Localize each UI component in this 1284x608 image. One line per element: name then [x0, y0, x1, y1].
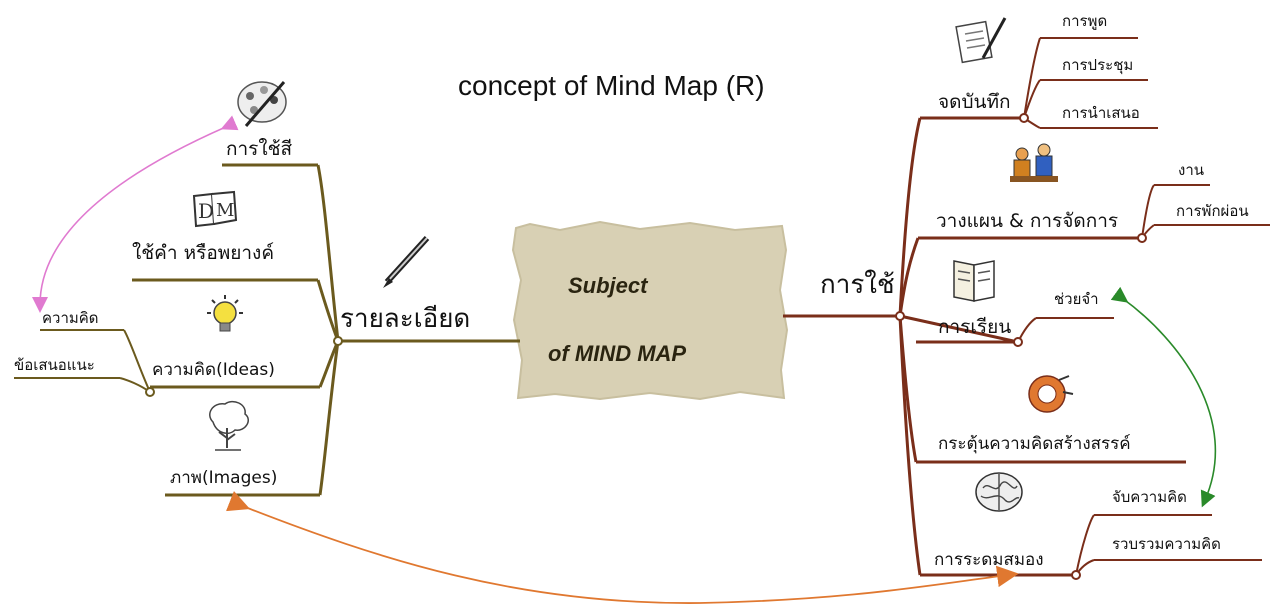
branch-ideas-label: ความคิด(Ideas) [152, 360, 275, 380]
svg-text:M: M [216, 200, 234, 221]
plan-sub-rest-label: การพักผ่อน [1176, 202, 1249, 220]
branch-brainstorm-label: การระดมสมอง [934, 550, 1044, 570]
left-main-label: รายละเอียด [340, 304, 471, 334]
line-brainstorm [898, 315, 922, 576]
center-title-line1: Subject [568, 273, 648, 298]
branch-creative-label: กระตุ้นความคิดสร้างสรรค์ [938, 434, 1131, 454]
pink-arrow [32, 115, 239, 313]
orange-arrow [225, 490, 1019, 604]
branch-study-label: การเรียน [938, 316, 1012, 338]
right-main-label: การใช้ [820, 270, 895, 300]
brainstorm-sub-capture-label: จับความคิด [1112, 488, 1187, 506]
line-plan [898, 237, 920, 317]
idea-sub-thought-label: ความคิด [42, 309, 99, 327]
svg-text:D: D [198, 199, 214, 223]
writing-icon [955, 17, 1007, 64]
branch-plan-label: วางแผน & การจัดการ [936, 210, 1119, 232]
branch-words-label: ใช้คำ หรือพยางค์ [132, 242, 275, 264]
study-sub-memory-label: ช่วยจำ [1054, 290, 1099, 308]
line-colors [316, 164, 340, 342]
branch-notes-label: จดบันทึก [938, 91, 1011, 113]
plan-sub-work-label: งาน [1178, 161, 1205, 179]
books-icon [953, 260, 995, 302]
line-study [899, 314, 1019, 344]
notes-sub-presentation-label: การนำเสนอ [1062, 104, 1140, 122]
lightbulb-icon [207, 295, 243, 332]
line-notes [898, 117, 922, 317]
line-words [316, 279, 340, 342]
tree-icon [209, 400, 249, 451]
center-title-line2: of MIND MAP [548, 341, 687, 366]
line-images [318, 340, 340, 496]
page-title: concept of Mind Map (R) [458, 70, 765, 101]
creative-head-icon [1028, 375, 1074, 413]
brainstorm-sub-collect-label: รวบรวมความคิด [1112, 535, 1221, 553]
notes-sub-meeting-label: การประชุม [1062, 56, 1134, 74]
pencil-icon [383, 235, 430, 288]
branch-colors-label: การใช้สี [226, 138, 293, 160]
branch-images-label: ภาพ(Images) [170, 468, 278, 488]
idea-sub-suggestion-label: ข้อเสนอแนะ [14, 356, 95, 374]
palette-icon [237, 81, 287, 127]
brain-icon [975, 472, 1023, 512]
center-box [511, 220, 789, 401]
letters-icon: D M [192, 190, 238, 228]
meeting-icon [1010, 143, 1058, 182]
notes-sub-speech-label: การพูด [1062, 12, 1108, 30]
green-arrow [1110, 286, 1216, 508]
